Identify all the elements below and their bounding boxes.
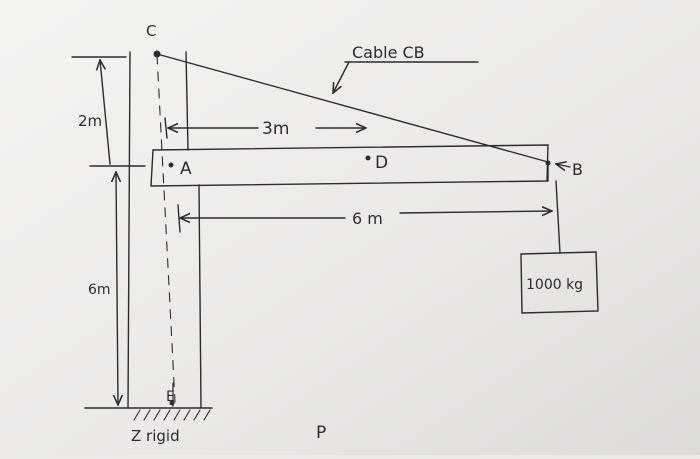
dim-3m-tick xyxy=(164,117,168,139)
label-dim-6m-horizontal: 6 m xyxy=(352,209,383,228)
dim-6m-line-right xyxy=(399,211,552,213)
point-e-dot xyxy=(169,400,175,406)
cable-label-leader xyxy=(333,61,350,93)
point-b-dot xyxy=(545,160,551,166)
label-dim-3m: 3m xyxy=(262,119,289,139)
column-left-edge xyxy=(127,51,131,409)
dim-2m-line xyxy=(100,60,111,165)
label-support: Z rigid xyxy=(131,427,180,445)
point-d-dot xyxy=(365,155,371,161)
label-dim-6m-vertical: 6m xyxy=(88,282,111,298)
column-right-edge-lower xyxy=(198,184,202,409)
column-right-edge-upper xyxy=(185,51,189,151)
label-dim-2m: 2m xyxy=(78,112,102,130)
label-point-b: B xyxy=(572,160,583,179)
point-a-dot xyxy=(168,162,174,168)
beam xyxy=(150,144,549,187)
dim-6m-vertical-line xyxy=(116,172,118,405)
label-point-c: C xyxy=(146,22,156,40)
cable-cb xyxy=(156,53,549,163)
column-centerline xyxy=(156,54,176,403)
ground-hatching xyxy=(133,409,211,421)
point-b-pointer xyxy=(556,164,571,167)
label-point-d: D xyxy=(375,153,388,173)
label-cable: Cable CB xyxy=(352,43,425,62)
label-point-a: A xyxy=(180,159,192,179)
mass-box xyxy=(520,251,599,314)
label-point-e: E xyxy=(166,389,175,405)
label-point-p: P xyxy=(316,423,326,443)
label-mass: 1000 kg xyxy=(526,277,583,293)
mass-rope xyxy=(555,180,561,254)
point-c-dot xyxy=(153,50,161,58)
